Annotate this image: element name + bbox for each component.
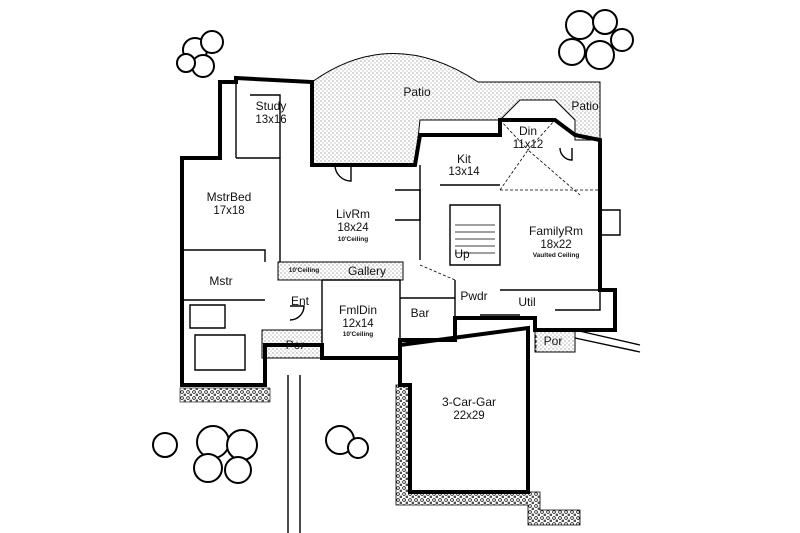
familyrm-size: 18x22 [540,239,571,251]
study-label: Study [256,99,287,113]
fmldin-label: FmlDin [339,303,377,317]
mstr-bath-label: Mstr [209,274,232,288]
familyrm-ceiling-note: Vaulted Ceiling [533,252,580,259]
fmldin-size: 12x14 [342,318,374,330]
porch-left-label: Por [286,338,305,352]
porch-right-label: Por [544,334,563,348]
livrm-size: 18x24 [337,222,369,234]
interior-walls [182,82,621,371]
garage-wall [398,325,530,494]
utility-label: Util [518,295,535,309]
gallery-ceiling-note: 10'Ceiling [289,267,319,274]
bar-label: Bar [411,306,430,320]
tree-bottom-middle [325,425,369,459]
entry-label: Ent [291,294,310,308]
mstrbed-size: 17x18 [213,205,244,217]
tree-top-right [558,9,634,70]
garage-label: 3-Car-Gar [442,395,496,409]
walkway [287,375,301,533]
dashed-lines [278,119,600,352]
exterior-wall [180,75,617,387]
kit-size: 13x14 [448,166,480,178]
livrm-label: LivRm [336,207,370,221]
driveway-right [574,329,641,353]
tree-bottom-left [152,425,258,484]
din-label: Din [519,124,537,138]
gallery-label: Gallery [348,264,386,278]
fmldin-ceiling-note: 10'Ceiling [343,331,373,338]
livrm-ceiling-note: 10'Ceiling [338,236,368,243]
familyrm-label: FamilyRm [529,224,583,238]
door-swings [289,147,573,321]
garage-size: 22x29 [453,410,484,422]
kit-label: Kit [457,152,472,166]
din-size: 11x12 [513,139,543,151]
patio-main-label: Patio [403,85,431,99]
powder-room-label: Pwdr [460,289,487,303]
tree-top-left [176,30,224,78]
mstrbed-label: MstrBed [207,190,252,204]
patio-right-label: Patio [571,99,599,113]
stairs-up-label: Up [454,247,470,261]
stairs [455,224,495,254]
front-stone-border [179,387,271,403]
patio-area [311,53,601,166]
study-size: 13x16 [255,114,286,126]
